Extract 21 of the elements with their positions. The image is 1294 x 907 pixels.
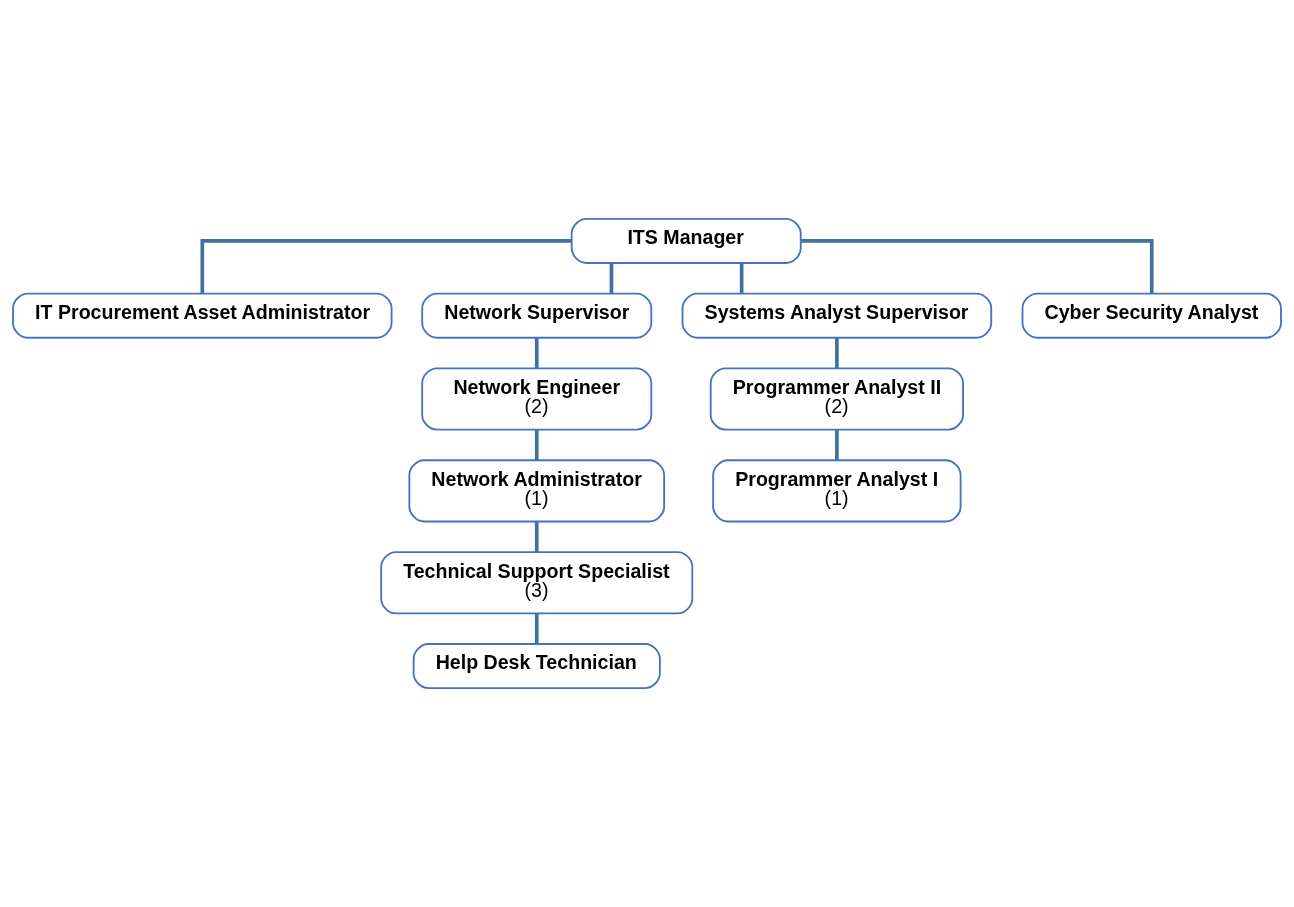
node-box: Network Administrator (1) [408, 459, 666, 523]
connector [609, 263, 614, 294]
node-box: Cyber Security Analyst [1021, 292, 1282, 339]
node-box: Programmer Analyst II (2) [709, 367, 964, 431]
connector [739, 263, 744, 294]
connector [534, 613, 539, 644]
connector [534, 430, 539, 461]
connector [534, 521, 539, 552]
node-box: Network Engineer (2) [421, 367, 653, 431]
connector [835, 430, 839, 461]
node-box: Programmer Analyst I (1) [712, 459, 962, 523]
connector [835, 338, 839, 369]
node-box: Network Supervisor [421, 292, 653, 339]
node-box: Technical Support Specialist (3) [380, 551, 694, 615]
connector [801, 239, 1154, 294]
node-box: IT Procurement Asset Administrator [12, 292, 393, 339]
node-box: Systems Analyst Supervisor [681, 292, 993, 339]
connector [200, 239, 572, 294]
node-box: Help Desk Technician [412, 643, 661, 689]
node-box: ITS Manager [570, 218, 802, 264]
connector [534, 338, 539, 369]
